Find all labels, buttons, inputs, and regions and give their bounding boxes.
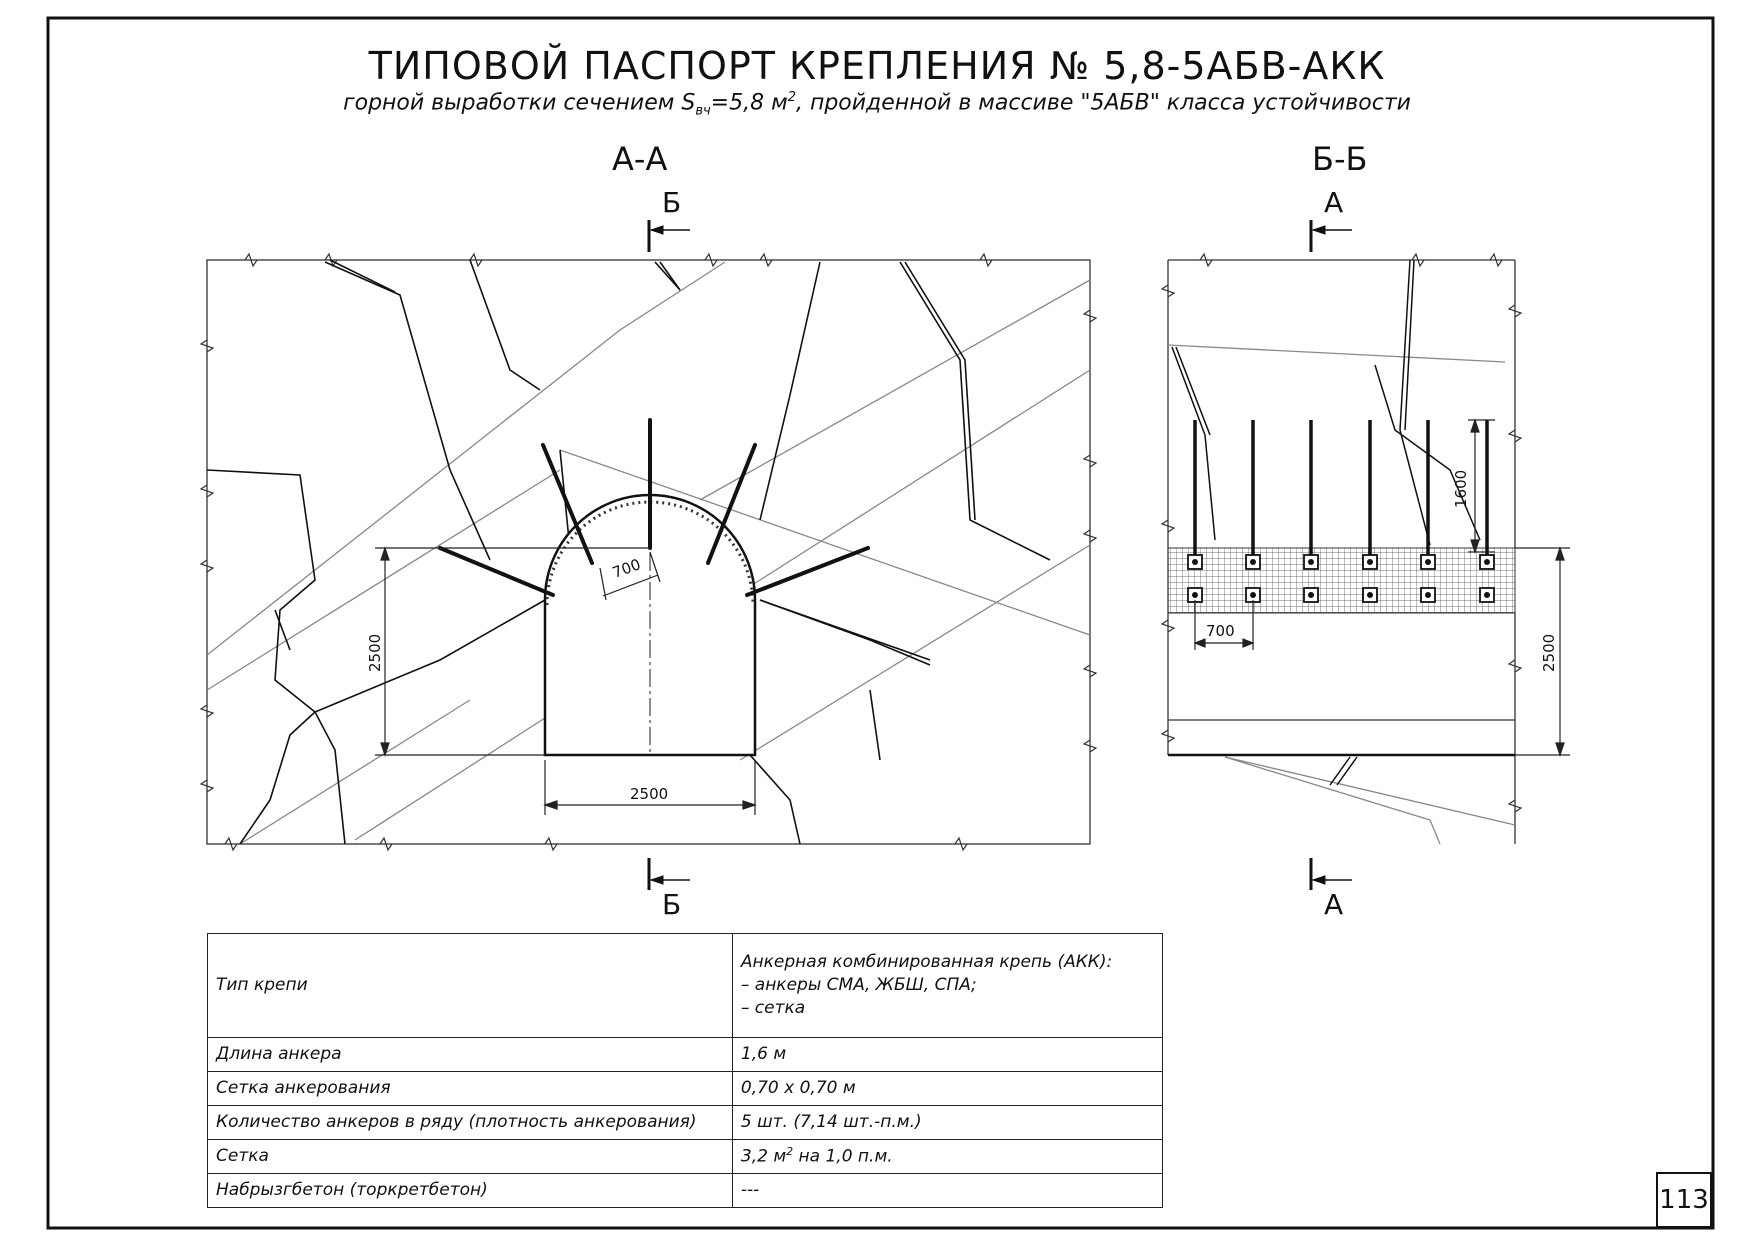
break-marks-bb bbox=[1160, 252, 1523, 813]
section-aa-drawing bbox=[199, 220, 1098, 890]
anchor-head bbox=[1484, 592, 1490, 598]
anchor-head bbox=[1425, 559, 1431, 565]
spec-value-line: Анкерная комбинированная крепь (АКК): bbox=[740, 952, 1113, 973]
cut-letter-bb-bottom: А bbox=[1324, 888, 1344, 921]
spec-value-line: – сетка bbox=[740, 997, 806, 1018]
anchor-head bbox=[1192, 592, 1198, 598]
anchor-head bbox=[1367, 559, 1373, 565]
dim-width-aa bbox=[543, 760, 757, 815]
spec-param: Тип крепи bbox=[207, 933, 733, 1038]
subtitle-suffix: , пройденной в массиве "5АБВ" класса уст… bbox=[795, 90, 1411, 116]
anchor-head bbox=[1250, 592, 1256, 598]
subtitle-subscript: вч bbox=[695, 103, 711, 119]
subtitle-superscript: 2 bbox=[787, 90, 796, 105]
spec-param: Набрызгбетон (торкретбетон) bbox=[207, 1173, 733, 1208]
spec-table: Тип крепи Анкерная комбинированная крепь… bbox=[207, 933, 1164, 1208]
spec-value-line: – анкеры СМА, ЖБШ, СПА; bbox=[740, 975, 977, 996]
mesh-arch-aa bbox=[545, 500, 755, 606]
dim-text-height-bb: 2500 bbox=[1540, 633, 1558, 672]
anchor-head bbox=[1250, 559, 1256, 565]
spec-param: Сетка bbox=[207, 1139, 733, 1174]
sheet-title: ТИПОВОЙ ПАСПОРТ КРЕПЛЕНИЯ № 5,8-5АБВ-АКК bbox=[368, 44, 1386, 88]
spec-param: Длина анкера bbox=[207, 1037, 733, 1072]
anchor-head bbox=[1425, 592, 1431, 598]
dim-spacing-aa bbox=[599, 551, 661, 601]
rock-mass-boundary-aa bbox=[206, 259, 1091, 845]
joints-aa bbox=[206, 259, 1051, 845]
spec-value: 1,6 м bbox=[731, 1037, 1164, 1072]
break-marks-aa bbox=[199, 252, 1098, 852]
dim-text-height-aa: 2500 bbox=[366, 633, 384, 672]
spec-param: Сетка анкерования bbox=[207, 1071, 733, 1106]
dim-text-spacing-bb: 700 bbox=[1206, 622, 1235, 640]
cut-letter-bb-top: А bbox=[1324, 186, 1344, 219]
cut-letter-aa-top: Б bbox=[662, 186, 682, 219]
joints-bb bbox=[1171, 259, 1481, 786]
dim-spacing-bb bbox=[1193, 600, 1255, 650]
spec-param: Количество анкеров в ряду (плотность анк… bbox=[207, 1105, 733, 1140]
dim-anchor-bb bbox=[1468, 418, 1495, 554]
section-aa-label: А-А bbox=[612, 140, 668, 178]
cut-marks-bb bbox=[1309, 220, 1352, 890]
anchor-bolts-aa bbox=[438, 418, 870, 597]
cut-marks-aa bbox=[647, 220, 690, 890]
section-bb-label: Б-Б bbox=[1312, 140, 1368, 178]
anchor-bolt bbox=[438, 546, 555, 597]
anchor-head bbox=[1484, 559, 1490, 565]
subtitle-prefix: горной выработки сечением S bbox=[343, 90, 696, 116]
spec-value-prefix: 3,2 м bbox=[740, 1146, 787, 1167]
page-number: 113 bbox=[1656, 1172, 1712, 1228]
dim-height-bb bbox=[1515, 546, 1570, 757]
cut-letter-aa-bottom: Б bbox=[662, 888, 682, 921]
section-bb-drawing bbox=[1160, 220, 1570, 890]
bedding-planes-bb bbox=[1167, 344, 1516, 845]
spec-value: Анкерная комбинированная крепь (АКК): – … bbox=[731, 933, 1164, 1038]
dim-height-aa bbox=[375, 546, 650, 757]
spec-row-mesh: Сетка 3,2 м2 на 1,0 п.м. bbox=[207, 1139, 1164, 1174]
spec-row-anchor-length: Длина анкера 1,6 м bbox=[207, 1037, 1164, 1072]
spec-row-anchor-count: Количество анкеров в ряду (плотность анк… bbox=[207, 1105, 1164, 1140]
spec-value: 5 шт. (7,14 шт.-п.м.) bbox=[731, 1105, 1164, 1140]
anchor-bolt bbox=[706, 443, 757, 565]
mesh-zone-bb bbox=[1167, 547, 1516, 614]
spec-row-shotcrete: Набрызгбетон (торкретбетон) --- bbox=[207, 1173, 1164, 1208]
anchor-bolt bbox=[745, 546, 870, 597]
subtitle-mid: =5,8 м bbox=[710, 90, 788, 116]
anchor-head bbox=[1308, 559, 1314, 565]
spec-row-support-type: Тип крепи Анкерная комбинированная крепь… bbox=[207, 933, 1164, 1038]
rock-mass-boundary-bb bbox=[1167, 259, 1516, 844]
spec-value: --- bbox=[731, 1173, 1164, 1208]
spec-value: 3,2 м2 на 1,0 п.м. bbox=[731, 1139, 1164, 1174]
anchor-bolt bbox=[541, 443, 594, 565]
anchor-bolts-bb bbox=[1187, 420, 1495, 603]
anchor-head bbox=[1308, 592, 1314, 598]
spec-value: 0,70 х 0,70 м bbox=[731, 1071, 1164, 1106]
spec-row-anchor-grid: Сетка анкерования 0,70 х 0,70 м bbox=[207, 1071, 1164, 1106]
sheet-frame bbox=[46, 16, 1715, 1230]
anchor-head bbox=[1192, 559, 1198, 565]
dim-text-anchor-bb: 1600 bbox=[1452, 469, 1470, 508]
dim-text-width-aa: 2500 bbox=[630, 785, 669, 803]
anchor-head bbox=[1367, 592, 1373, 598]
spec-value-superscript: 2 bbox=[786, 1144, 794, 1158]
sheet-subtitle: горной выработки сечением Sвч=5,8 м2, пр… bbox=[0, 90, 1754, 119]
spec-value-suffix: на 1,0 п.м. bbox=[793, 1146, 893, 1167]
